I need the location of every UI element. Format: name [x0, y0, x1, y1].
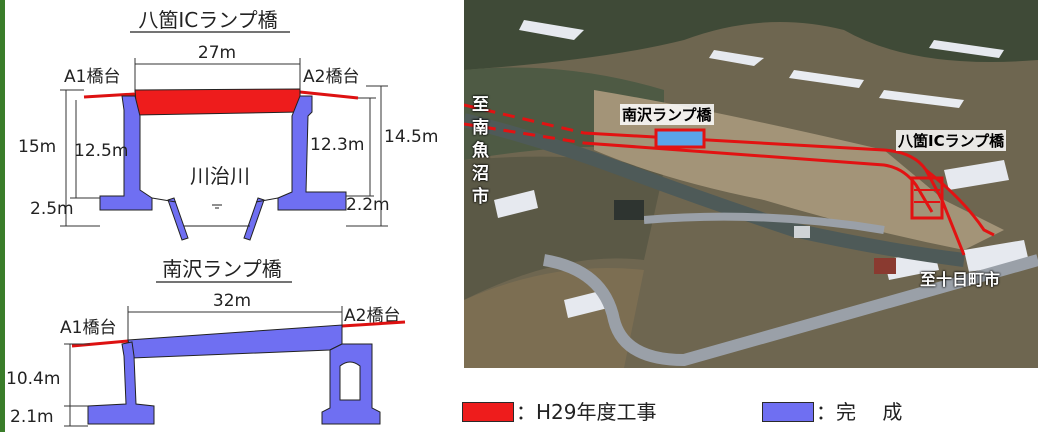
photo-label-to-tokamachi: 至十日町市 [920, 270, 1001, 289]
direction-char-4: 沼 [472, 164, 489, 184]
legend: ：H29年度工事 ：完 成 [456, 392, 1036, 432]
legend-swatch-completed [762, 402, 814, 422]
bridge1-riverbed-left [151, 197, 177, 203]
bridge1-footing-left: 2.5m [30, 199, 74, 219]
bridge2-pier-void [339, 361, 361, 401]
bridge2-footing: 2.1m [10, 407, 54, 427]
direction-char-3: 魚 [472, 141, 489, 161]
bridge1-span-label: 27m [198, 43, 236, 63]
bridge1-channel-wall-right [243, 197, 265, 241]
bridge2-diagram: 南沢ランプ橋 32m A1橋台 A2橋台 10.4m 2.1m [6, 257, 406, 427]
left-frame-bar [0, 0, 5, 432]
bridge1-river-label: 川治川 [190, 164, 250, 188]
bridge1-abutment-left-shape [99, 95, 153, 211]
bridge1-height-left: 12.5m [74, 141, 128, 161]
bridge2-approach-left [71, 339, 129, 348]
bridge1-height-right: 12.3m [310, 135, 364, 155]
bridge2-approach-right [341, 320, 406, 328]
bridge1-abutment-right: A2橋台 [303, 67, 359, 87]
bridge2-height: 10.4m [6, 369, 60, 389]
bridge1-abutment-right-shape [277, 95, 347, 211]
bridge1-diagram: 八箇ICランプ橋 27m A1橋台 A2橋台 川治川 15m 12. [18, 8, 438, 241]
bridge1-title: 八箇ICランプ橋 [138, 8, 277, 32]
legend-swatch-new [462, 402, 514, 422]
bridge1-abutment-left: A1橋台 [64, 67, 120, 87]
bridge2-abutment-left-shape [87, 341, 155, 425]
bridge1-height-total: 15m [18, 137, 56, 157]
photo-label-minamisawa: 南沢ランプ橋 [620, 104, 714, 125]
bridge1-height-total-right: 14.5m [384, 127, 438, 147]
bridge1-deck [134, 88, 301, 116]
photo-label-to-minamiuonuma: 至 南 魚 沼 市 [472, 94, 494, 209]
bridge2-abutment-left: A1橋台 [60, 318, 116, 338]
bridge2-span-label: 32m [213, 291, 251, 311]
bridge2-deck [127, 324, 343, 359]
bridge2-abutment-right: A2橋台 [344, 306, 400, 326]
bridge1-footing-right: 2.2m [346, 195, 390, 215]
bridge1-riverbed-right [255, 197, 279, 203]
direction-char-5: 市 [472, 187, 489, 207]
aerial-photo-drawing [464, 0, 1038, 368]
aerial-photo: 南沢ランプ橋 八箇ICランプ橋 至 南 魚 沼 市 至十日町市 [464, 0, 1038, 368]
bridge2-title: 南沢ランプ橋 [162, 257, 281, 281]
legend-label-new: ：H29年度工事 [516, 400, 657, 424]
legend-label-completed: ：完 成 [816, 400, 903, 424]
photo-label-yoka: 八箇ICランプ橋 [896, 130, 1007, 151]
direction-char-1: 至 [472, 95, 489, 115]
direction-char-2: 南 [472, 118, 489, 138]
bridge1-approach-right [299, 90, 359, 100]
bridge1-approach-left [83, 92, 136, 99]
bridge1-channel-wall-left [167, 197, 189, 241]
